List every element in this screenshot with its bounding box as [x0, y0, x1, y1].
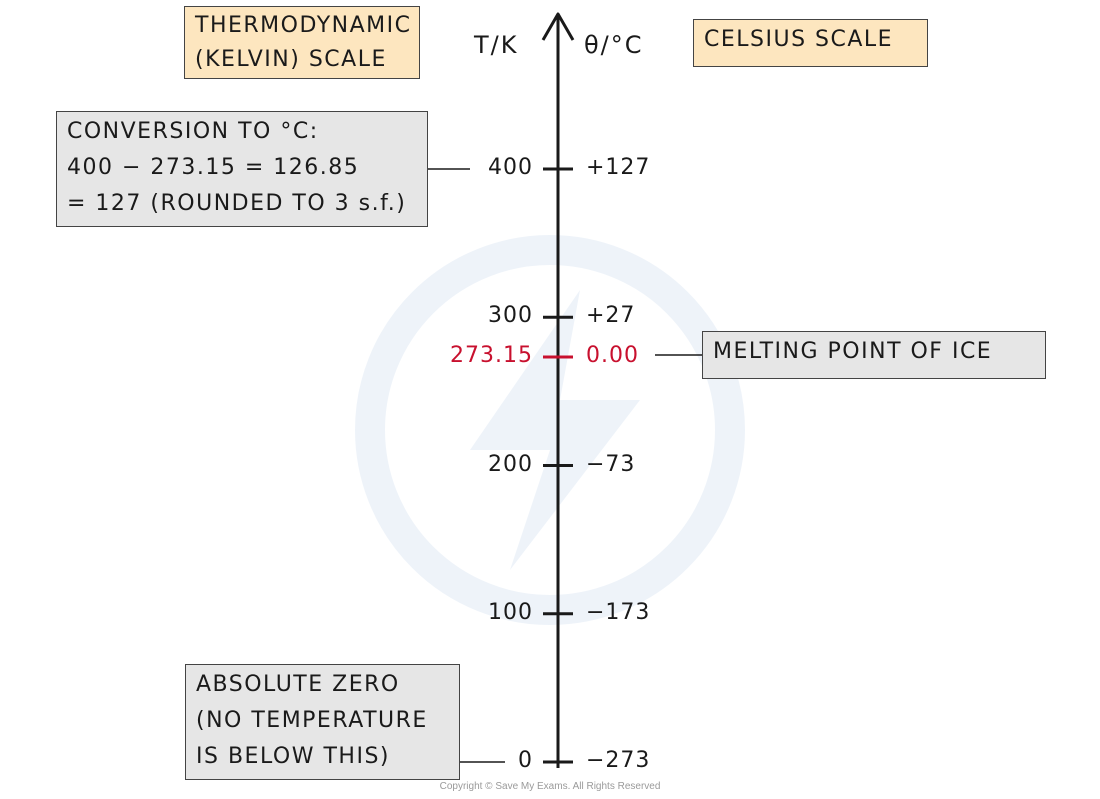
kelvin-tick-label: 273.15: [450, 343, 533, 369]
conversion-box-line: CONVERSION TO °C:: [67, 119, 319, 144]
kelvin-box-line: THERMODYNAMIC: [195, 13, 412, 38]
conversion-box-line: = 127 (ROUNDED TO 3 s.f.): [67, 191, 407, 216]
watermark-logo-icon: [355, 235, 745, 625]
kelvin-tick-label: 400: [488, 155, 533, 180]
melting-box-line: MELTING POINT OF ICE: [713, 339, 993, 364]
conversion-box: CONVERSION TO °C: 400 − 273.15 = 126.85 …: [56, 111, 428, 227]
celsius-scale-box: CELSIUS SCALE: [693, 19, 928, 67]
kelvin-axis-symbol: T/K: [474, 31, 519, 59]
absolute-zero-box: ABSOLUTE ZERO (NO TEMPERATURE IS BELOW T…: [185, 664, 460, 780]
conversion-box-line: 400 − 273.15 = 126.85: [67, 155, 360, 180]
kelvin-tick-label: 200: [488, 451, 533, 477]
celsius-axis-symbol: θ/°C: [584, 31, 644, 59]
kelvin-tick-label: 100: [488, 599, 533, 625]
absolute-box-line: (NO TEMPERATURE: [196, 708, 428, 733]
celsius-tick-label: −273: [586, 748, 651, 773]
kelvin-box-line: (KELVIN) SCALE: [195, 47, 387, 72]
kelvin-tick-label: 0: [518, 748, 533, 773]
copyright-text: Copyright © Save My Exams. All Rights Re…: [439, 781, 661, 792]
celsius-tick-label: 0.00: [586, 343, 639, 369]
absolute-box-line: ABSOLUTE ZERO: [196, 672, 400, 697]
celsius-tick-label: −73: [586, 451, 636, 477]
celsius-tick-label: +27: [586, 303, 636, 329]
celsius-tick-label: −173: [586, 599, 651, 625]
kelvin-scale-box: THERMODYNAMIC (KELVIN) SCALE: [184, 6, 420, 79]
celsius-tick-label: +127: [586, 155, 651, 180]
melting-point-box: MELTING POINT OF ICE: [702, 331, 1046, 379]
axis-arrowhead: [541, 12, 575, 41]
celsius-box-line: CELSIUS SCALE: [704, 27, 894, 52]
absolute-box-line: IS BELOW THIS): [196, 744, 390, 769]
kelvin-tick-label: 300: [488, 303, 533, 329]
